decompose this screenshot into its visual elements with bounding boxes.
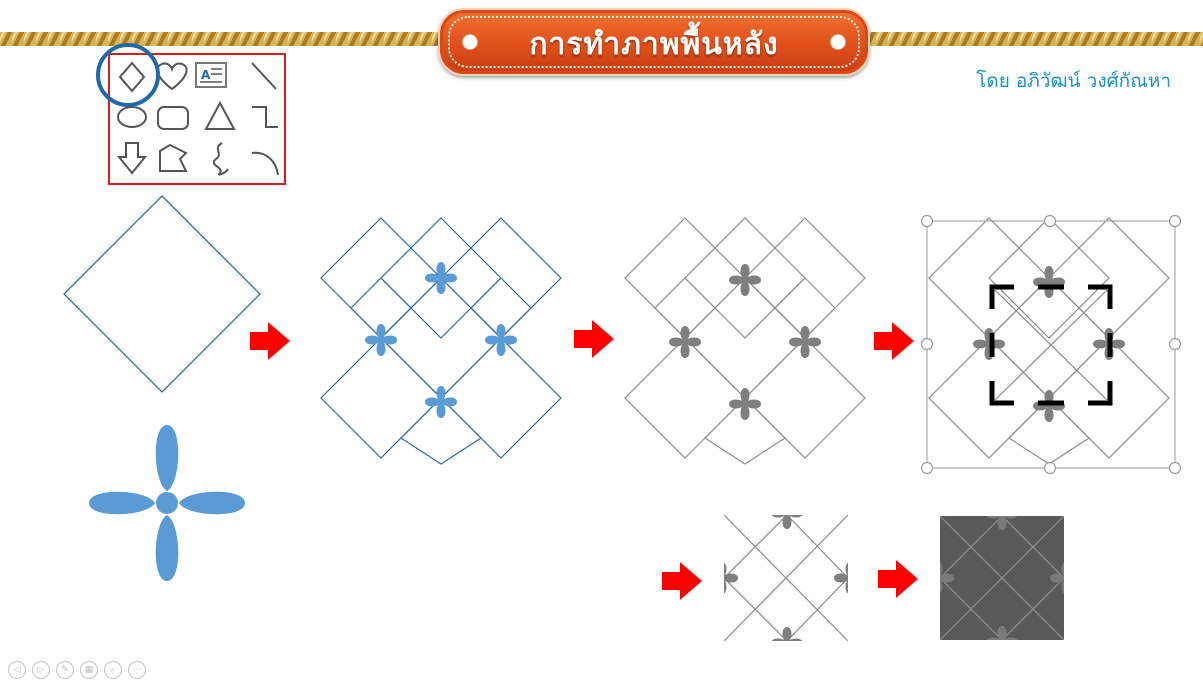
resize-handle-s[interactable] bbox=[1045, 463, 1056, 474]
blue-diamond-lattice bbox=[321, 218, 561, 464]
resize-handle-se[interactable] bbox=[1170, 463, 1181, 474]
step-arrow-2 bbox=[574, 320, 614, 358]
resize-handle-e[interactable] bbox=[1170, 339, 1181, 350]
step-arrow-1 bbox=[250, 322, 290, 360]
previous-icon[interactable]: ◁ bbox=[8, 661, 26, 679]
zoom-icon[interactable]: ⌕ bbox=[104, 661, 122, 679]
pen-icon[interactable]: ✎ bbox=[56, 661, 74, 679]
step-arrow-5 bbox=[878, 560, 918, 598]
step-arrow-4 bbox=[662, 562, 702, 600]
resize-handle-sw[interactable] bbox=[922, 463, 933, 474]
gray-diamond-lattice bbox=[625, 218, 865, 464]
slideshow-controls: ◁ ▷ ✎ ▦ ⌕ ⋯ bbox=[8, 661, 146, 681]
resize-handle-nw[interactable] bbox=[922, 216, 933, 227]
more-icon[interactable]: ⋯ bbox=[128, 661, 146, 679]
next-icon[interactable]: ▷ bbox=[32, 661, 50, 679]
cropped-tile bbox=[706, 497, 866, 659]
step-arrow-3 bbox=[874, 322, 914, 360]
flower-shape bbox=[89, 425, 245, 581]
resize-handle-n[interactable] bbox=[1045, 216, 1056, 227]
dark-background-tile bbox=[922, 498, 1082, 658]
slides-icon[interactable]: ▦ bbox=[80, 661, 98, 679]
resize-handle-ne[interactable] bbox=[1170, 216, 1181, 227]
gray-flower-group bbox=[669, 264, 821, 420]
resize-handle-w[interactable] bbox=[922, 339, 933, 350]
single-diamond-shape bbox=[64, 196, 260, 392]
grouped-lattice bbox=[929, 218, 1169, 464]
crop-interior-lines bbox=[994, 289, 1108, 401]
